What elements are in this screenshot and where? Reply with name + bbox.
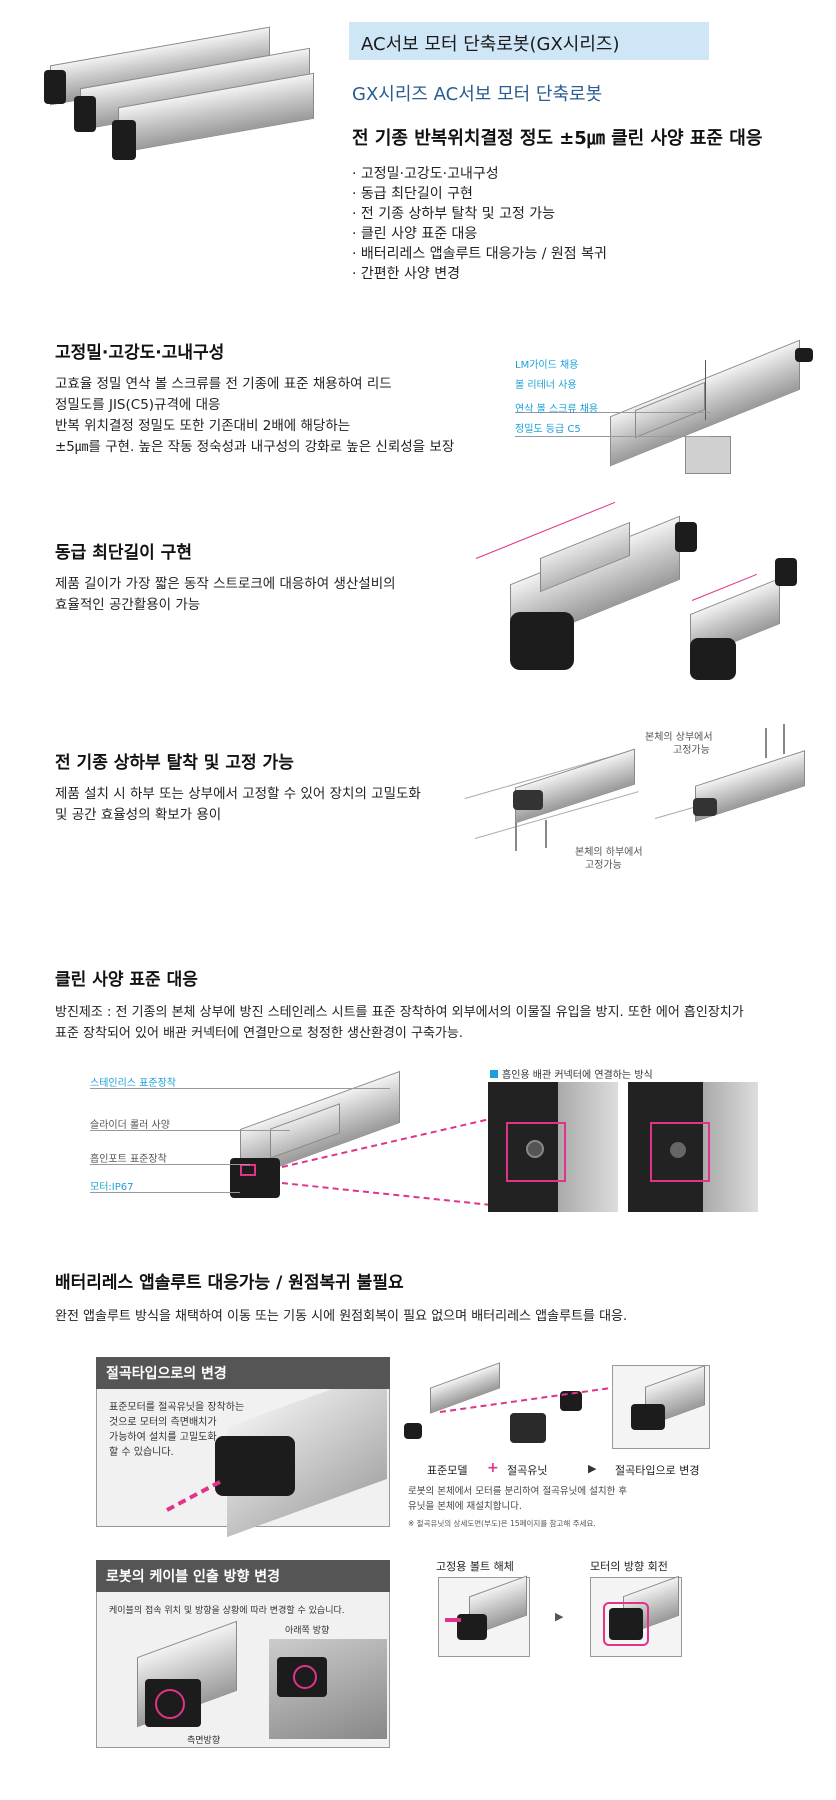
section-title-absolute: 배터리레스 앱솔루트 대응가능 / 원점복귀 불필요 <box>55 1273 404 1293</box>
step-arrow-icon: ▶ <box>555 1610 564 1623</box>
panel-text-line: 가능하여 설치를 고밀도화 <box>109 1432 217 1443</box>
arrow-right-icon: ▶ <box>588 1462 597 1475</box>
label-stainless: 스테인리스 표준장착 <box>90 1078 176 1089</box>
panel-text-line: 표준모터를 절곡유닛을 장착하는 <box>109 1402 245 1413</box>
mounting-diagram: 본체의 하부에서 고정가능 본체의 상부에서 고정가능 <box>464 724 810 873</box>
callout-c5-grade: 정밀도 등급 C5 <box>515 424 581 435</box>
connector-photo-2 <box>628 1082 758 1212</box>
subtitle: GX시리즈 AC서보 모터 단축로봇 <box>352 84 603 105</box>
body-line: 및 공간 효율성의 확보가 용이 <box>55 807 222 823</box>
feature-item: · 클린 사양 표준 대응 <box>352 226 478 242</box>
label-motor-ip67: 모터:IP67 <box>90 1182 134 1193</box>
body-line: 효율적인 공간활용이 가능 <box>55 597 201 613</box>
flow-note: ※ 절곡유닛의 상세도면(부도)은 15페이지를 참고해 주세요. <box>408 1519 596 1528</box>
section-body-precision: 고효율 정밀 연삭 볼 스크류를 전 기종에 표준 채용하여 리드 정밀도를 J… <box>55 374 495 458</box>
panel-bent-text: 표준모터를 절곡유닛을 장착하는 것으로 모터의 측면배치가 가능하여 설치를 … <box>109 1400 244 1460</box>
precision-diagram: LM가이드 채용 볼 리테너 사용 연삭 볼 스크류 채용 정밀도 등급 C5 <box>515 339 813 476</box>
section-body-clean: 방진제조 : 전 기종의 본체 상부에 방진 스테인레스 시트를 표준 장착하여… <box>55 1002 825 1044</box>
panel-text-line: 것으로 모터의 측면배치가 <box>109 1417 217 1428</box>
feature-item: · 배터리레스 앱솔루트 대응가능 / 원점 복귀 <box>352 246 607 262</box>
feature-item: · 고정밀·고강도·고내구성 <box>352 166 499 182</box>
flow-description: 로봇의 본체에서 모터를 분리하여 절곡유닛에 설치한 후 유닛을 본체에 재설… <box>408 1484 627 1514</box>
feature-item: · 전 기종 상하부 탈착 및 고정 가능 <box>352 206 556 222</box>
band-title: AC서보 모터 단축로봇(GX시리즈) <box>361 34 620 55</box>
section-title-clean: 클린 사양 표준 대응 <box>55 970 198 990</box>
section-body-absolute: 완전 앱솔루트 방식을 채택하여 이동 또는 기동 시에 원점회복이 필요 없으… <box>55 1309 628 1324</box>
connector-caption: 흡인용 배관 커넥터에 연결하는 방식 <box>490 1066 653 1081</box>
step-image-bolt <box>438 1575 530 1657</box>
section-title-shortest: 동급 최단길이 구현 <box>55 543 192 563</box>
caption-bottom-mount-1: 본체의 하부에서 <box>575 847 643 858</box>
panel-bent-head: 절곡타입으로의 변경 <box>96 1357 390 1389</box>
panel-text-line: 할 수 있습니다. <box>109 1447 174 1458</box>
hero-product-image <box>40 26 315 163</box>
panel-cable-head: 로봇의 케이블 인출 방향 변경 <box>96 1560 390 1592</box>
body-line: 제품 길이가 가장 짧은 동작 스트로크에 대응하여 생산설비의 <box>55 576 396 592</box>
bullet-square-icon <box>490 1070 498 1078</box>
connector-caption-text: 흡인용 배관 커넥터에 연결하는 방식 <box>502 1070 653 1081</box>
label-suction-port: 흡인포트 표준장착 <box>90 1154 167 1165</box>
caption-bottom-mount-2: 고정가능 <box>585 860 622 871</box>
step-image-rotate <box>590 1575 682 1657</box>
length-comparison-image <box>470 500 810 680</box>
step-label-rotate: 모터의 방향 회전 <box>590 1560 668 1573</box>
title-band: AC서보 모터 단축로봇(GX시리즈) <box>349 22 709 60</box>
caption-top-mount-2: 고정가능 <box>673 745 710 756</box>
clean-spec-diagram: 스테인리스 표준장착 슬라이더 롤러 사양 흡인포트 표준장착 모터:IP67 <box>90 1070 521 1220</box>
body-line: 고효율 정밀 연삭 볼 스크류를 전 기종에 표준 채용하여 리드 <box>55 376 392 392</box>
body-line: 제품 설치 시 하부 또는 상부에서 고정할 수 있어 장치의 고밀도화 <box>55 786 421 802</box>
body-line: ±5㎛를 구현. 높은 작동 정숙성과 내구성의 강화로 높은 신뢰성을 보장 <box>55 439 455 455</box>
bent-flow-diagram <box>400 1362 710 1455</box>
cable-caption-side: 측면방향 <box>187 1736 221 1746</box>
feature-item: · 동급 최단길이 구현 <box>352 186 473 202</box>
body-line: 반복 위치결정 정밀도 또한 기존대비 2배에 해당하는 <box>55 418 351 434</box>
flow-label-bent: 절곡타입으로 변경 <box>615 1464 700 1477</box>
flow-label-standard: 표준모델 <box>427 1464 468 1477</box>
callout-ball-retainer: 볼 리테너 사용 <box>515 380 577 391</box>
panel-cable-text: 케이블의 접속 위치 및 방향을 상황에 따라 변경할 수 있습니다. <box>109 1606 345 1616</box>
flow-label-unit: 절곡유닛 <box>507 1464 548 1477</box>
cable-caption-down: 아래쪽 방향 <box>285 1626 330 1636</box>
callout-ball-screw: 연삭 볼 스크류 채용 <box>515 404 599 415</box>
body-line: 정밀도를 JIS(C5)규격에 대응 <box>55 397 221 413</box>
section-body-mounting: 제품 설치 시 하부 또는 상부에서 고정할 수 있어 장치의 고밀도화 및 공… <box>55 784 475 826</box>
section-body-shortest: 제품 길이가 가장 짧은 동작 스트로크에 대응하여 생산설비의 효율적인 공간… <box>55 574 455 616</box>
flow-desc-line: 유닛을 본체에 재설치합니다. <box>408 1501 522 1512</box>
feature-item: · 간편한 사양 변경 <box>352 266 460 282</box>
body-line: 방진제조 : 전 기종의 본체 상부에 방진 스테인레스 시트를 표준 장착하여… <box>55 1005 744 1020</box>
connector-photo-1 <box>488 1082 618 1212</box>
body-line: 표준 장착되어 있어 배관 커넥터에 연결만으로 청정한 생산환경이 구축가능. <box>55 1026 463 1041</box>
flow-desc-line: 로봇의 본체에서 모터를 분리하여 절곡유닛에 설치한 후 <box>408 1486 628 1497</box>
section-title-mounting: 전 기종 상하부 탈착 및 고정 가능 <box>55 753 294 773</box>
headline: 전 기종 반복위치결정 정도 ±5㎛ 클린 사양 표준 대응 <box>352 128 763 149</box>
feature-list: · 고정밀·고강도·고내구성 · 동급 최단길이 구현 · 전 기종 상하부 탈… <box>352 164 607 284</box>
section-title-precision: 고정밀·고강도·고내구성 <box>55 343 225 363</box>
plus-icon: + <box>487 1460 499 1476</box>
step-label-bolt: 고정용 볼트 해체 <box>436 1560 514 1573</box>
label-slider-roller: 슬라이더 롤러 사양 <box>90 1120 170 1131</box>
caption-top-mount-1: 본체의 상부에서 <box>645 732 713 743</box>
callout-lm-guide: LM가이드 채용 <box>515 360 579 371</box>
